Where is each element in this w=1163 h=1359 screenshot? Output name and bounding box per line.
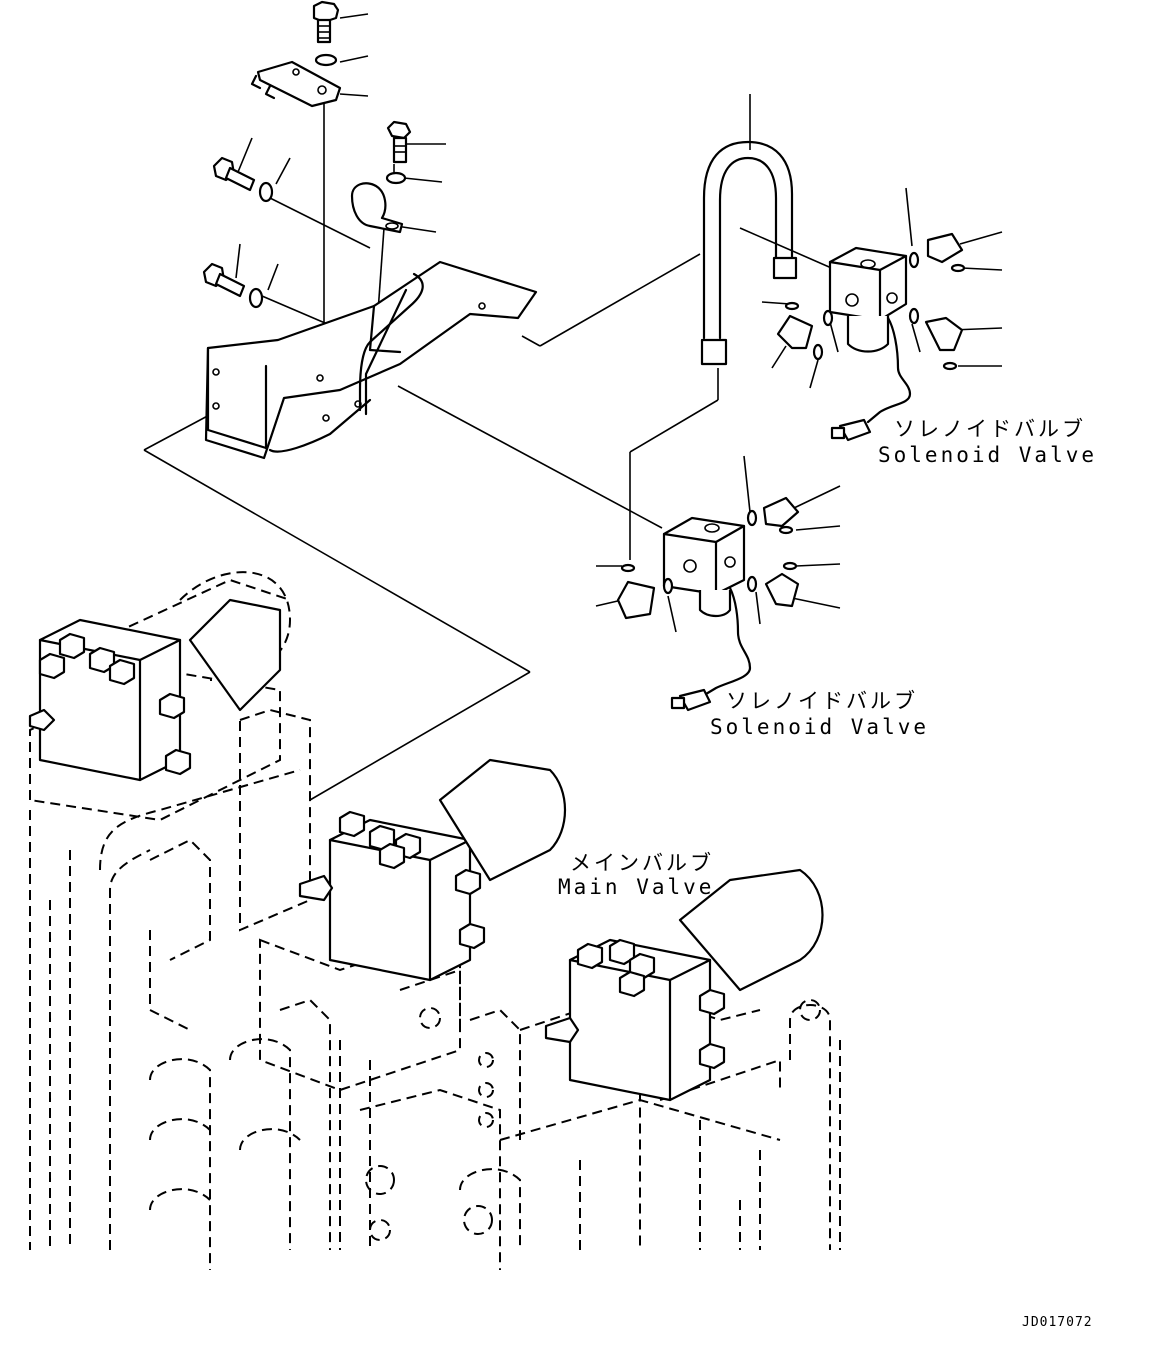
bolt-left-upper bbox=[212, 156, 256, 192]
solenoid-valve-upper bbox=[776, 232, 966, 442]
mounting-bracket bbox=[204, 260, 538, 460]
assembly-lines bbox=[143, 100, 837, 801]
washer-top bbox=[314, 53, 338, 67]
main-valve-jp: メインバルブ bbox=[570, 851, 714, 875]
ppc-valve-1 bbox=[28, 598, 282, 782]
washer-left-lower bbox=[248, 287, 264, 309]
label-solenoid-valve-upper: ソレノイドバルブ Solenoid Valve bbox=[878, 417, 1097, 467]
clamp-plate bbox=[250, 60, 342, 108]
hose-clamp bbox=[350, 182, 404, 234]
solenoid-valve-lower-en: Solenoid Valve bbox=[710, 715, 929, 739]
solenoid-valve-upper-jp: ソレノイドバルブ bbox=[894, 417, 1086, 441]
main-valve-body bbox=[29, 571, 841, 1270]
bolt-top bbox=[312, 0, 340, 44]
washer-left-upper bbox=[258, 181, 274, 203]
ppc-valve-3 bbox=[544, 868, 824, 1102]
solenoid-valve-lower bbox=[616, 496, 800, 712]
solenoid-valve-lower-jp: ソレノイドバルブ bbox=[726, 689, 918, 713]
label-solenoid-valve-lower: ソレノイドバルブ Solenoid Valve bbox=[710, 689, 929, 739]
solenoid-valve-upper-en: Solenoid Valve bbox=[878, 443, 1097, 467]
ppc-valve-2 bbox=[298, 758, 567, 982]
bolt-left-lower bbox=[202, 262, 246, 298]
callout-leaders bbox=[235, 13, 1003, 633]
main-valve-en: Main Valve bbox=[558, 875, 714, 899]
drawing-code: JD017072 bbox=[1022, 1315, 1093, 1330]
bolt-mid bbox=[386, 120, 412, 164]
hydraulic-hose bbox=[700, 140, 798, 366]
label-main-valve: メインバルブ Main Valve bbox=[558, 851, 714, 899]
washer-mid bbox=[385, 171, 407, 185]
